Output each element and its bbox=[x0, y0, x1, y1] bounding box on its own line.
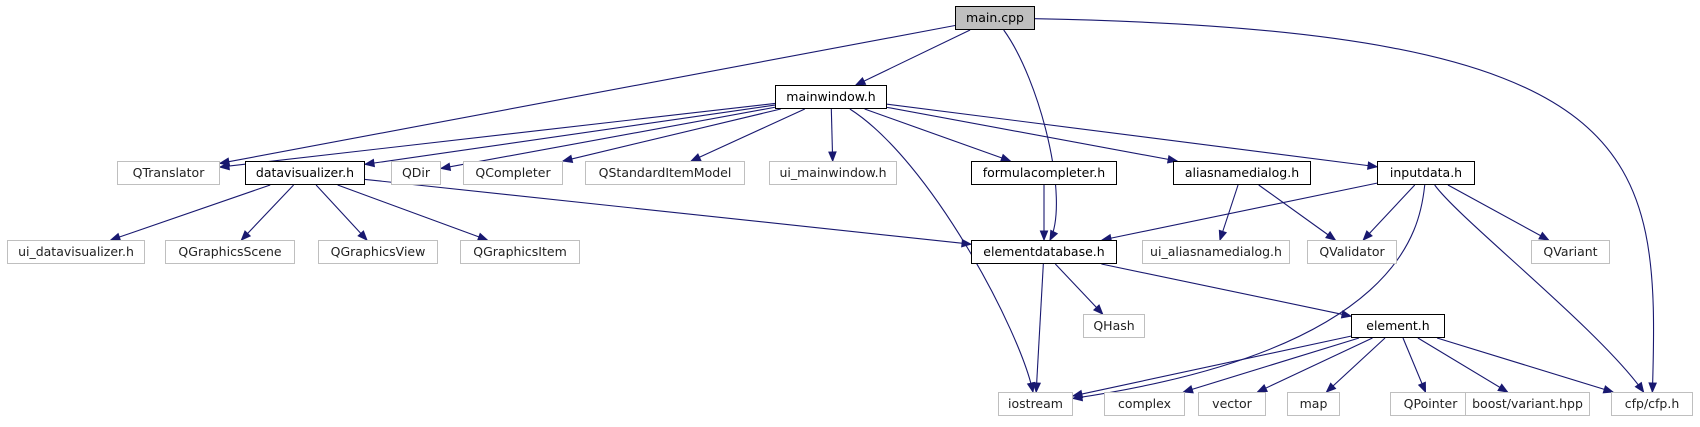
node-ui-datavisualizer: ui_datavisualizer.h bbox=[7, 240, 145, 264]
node-qhash: QHash bbox=[1083, 314, 1145, 338]
node-elementdatabase[interactable]: elementdatabase.h bbox=[971, 240, 1117, 264]
node-ui-mainwindow: ui_mainwindow.h bbox=[769, 161, 897, 185]
node-formulacompleter[interactable]: formulacompleter.h bbox=[971, 161, 1117, 185]
edge-element-to-boost-variant bbox=[1417, 337, 1509, 393]
edge-inputdata-to-qvalidator bbox=[1362, 184, 1416, 241]
edge-element-to-map bbox=[1325, 337, 1386, 393]
edge-elementdatabase-to-qhash bbox=[1054, 263, 1104, 315]
node-qcompleter: QCompleter bbox=[463, 161, 563, 185]
edge-element-to-qpointer bbox=[1402, 337, 1427, 394]
node-qgraphicsitem: QGraphicsItem bbox=[460, 240, 580, 264]
edge-main-to-elementdatabase bbox=[1003, 29, 1059, 242]
node-iostream: iostream bbox=[998, 392, 1073, 416]
edge-formulacompleter-to-elementdatabase bbox=[1039, 185, 1049, 242]
edge-inputdata-to-cfp bbox=[1434, 184, 1645, 394]
edge-mainwindow-to-qtranslator bbox=[218, 102, 776, 171]
edge-mainwindow-to-ui-mainwindow bbox=[828, 108, 837, 163]
edge-element-to-cfp bbox=[1436, 337, 1615, 394]
node-qgraphicsview: QGraphicsView bbox=[318, 240, 438, 264]
node-aliasnamedialog[interactable]: aliasnamedialog.h bbox=[1173, 161, 1311, 185]
node-mainwindow[interactable]: mainwindow.h bbox=[775, 85, 887, 109]
edge-element-to-complex bbox=[1182, 337, 1360, 394]
node-boost-variant: boost/variant.hpp bbox=[1465, 392, 1590, 416]
edge-inputdata-to-qvariant bbox=[1447, 184, 1550, 241]
edge-aliasnamedialog-to-ui-aliasnamedialog bbox=[1218, 184, 1239, 242]
node-qvalidator: QValidator bbox=[1307, 240, 1397, 264]
edge-aliasnamedialog-to-qvalidator bbox=[1258, 184, 1337, 241]
edge-elementdatabase-to-iostream bbox=[1032, 263, 1044, 394]
node-cfp: cfp/cfp.h bbox=[1611, 392, 1693, 416]
edge-datavisualizer-to-qgraphicsitem bbox=[337, 184, 489, 241]
node-inputdata[interactable]: inputdata.h bbox=[1377, 161, 1475, 185]
edge-element-to-iostream bbox=[1071, 335, 1352, 399]
edge-main-to-mainwindow bbox=[854, 29, 971, 86]
node-map: map bbox=[1287, 392, 1340, 416]
edge-mainwindow-to-qdir bbox=[439, 106, 776, 171]
edge-inputdata-to-elementdatabase bbox=[1100, 182, 1378, 243]
node-ui-aliasnamedialog: ui_aliasnamedialog.h bbox=[1142, 240, 1290, 264]
edge-mainwindow-to-qcompleter bbox=[561, 108, 781, 164]
node-main[interactable]: main.cpp bbox=[955, 6, 1035, 30]
node-qdir: QDir bbox=[391, 161, 441, 185]
edge-mainwindow-to-iostream bbox=[849, 108, 1036, 394]
edge-main-to-cfp bbox=[1034, 18, 1658, 394]
node-qpointer: QPointer bbox=[1390, 392, 1471, 416]
node-qtranslator: QTranslator bbox=[117, 161, 220, 185]
node-qstandarditemmodel: QStandardItemModel bbox=[585, 161, 745, 185]
edge-datavisualizer-to-qgraphicsscene bbox=[240, 184, 295, 241]
edge-inputdata-to-iostream bbox=[1071, 184, 1426, 402]
node-element[interactable]: element.h bbox=[1351, 314, 1445, 338]
edge-mainwindow-to-inputdata bbox=[886, 103, 1379, 170]
node-qgraphicsscene: QGraphicsScene bbox=[165, 240, 295, 264]
edge-elementdatabase-to-element bbox=[1101, 263, 1353, 319]
edge-mainwindow-to-qstandarditemmodel bbox=[689, 108, 806, 162]
edge-datavisualizer-to-qgraphicsview bbox=[315, 184, 368, 241]
node-complex: complex bbox=[1104, 392, 1185, 416]
node-vector: vector bbox=[1198, 392, 1266, 416]
node-datavisualizer[interactable]: datavisualizer.h bbox=[245, 161, 365, 185]
node-qvariant: QVariant bbox=[1531, 240, 1610, 264]
edge-datavisualizer-to-elementdatabase bbox=[364, 178, 973, 248]
edge-mainwindow-to-datavisualizer bbox=[363, 104, 776, 168]
edge-element-to-vector bbox=[1256, 337, 1373, 393]
